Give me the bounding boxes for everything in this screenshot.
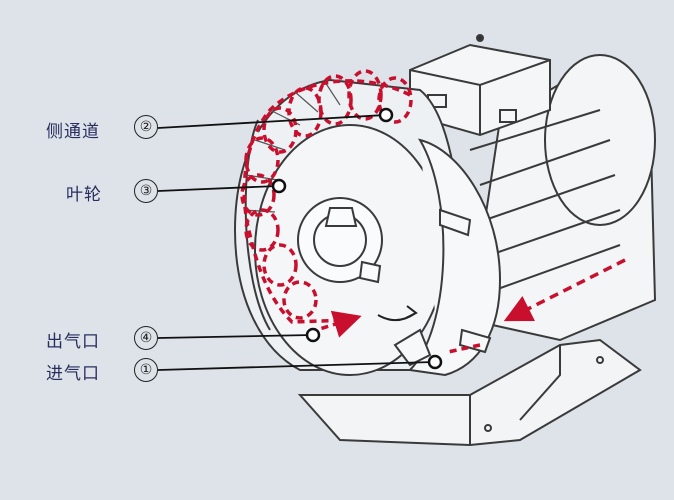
leader-lines — [157, 114, 435, 371]
airflow-path — [240, 69, 413, 324]
callout-number-4: ④ — [134, 326, 158, 350]
callout-number-2: ② — [134, 115, 158, 139]
callout-number-3: ③ — [134, 179, 158, 203]
inlet-arrow-lower — [447, 343, 481, 354]
callout-number-1: ① — [134, 358, 158, 382]
callout-label-side-channel: 侧通道 — [46, 122, 100, 142]
callout-label-outlet: 出气口 — [46, 332, 100, 352]
blower-base — [297, 338, 642, 447]
outlet-arrow — [309, 310, 362, 338]
inlet-arrow — [503, 258, 626, 322]
callout-label-inlet: 进气口 — [46, 364, 100, 384]
callout-dots — [271, 107, 443, 370]
front-cover — [393, 138, 502, 377]
hub — [297, 197, 383, 284]
terminal-box — [409, 34, 551, 137]
rotation-arrowhead — [405, 305, 418, 319]
callout-label-impeller: 叶轮 — [66, 185, 102, 205]
